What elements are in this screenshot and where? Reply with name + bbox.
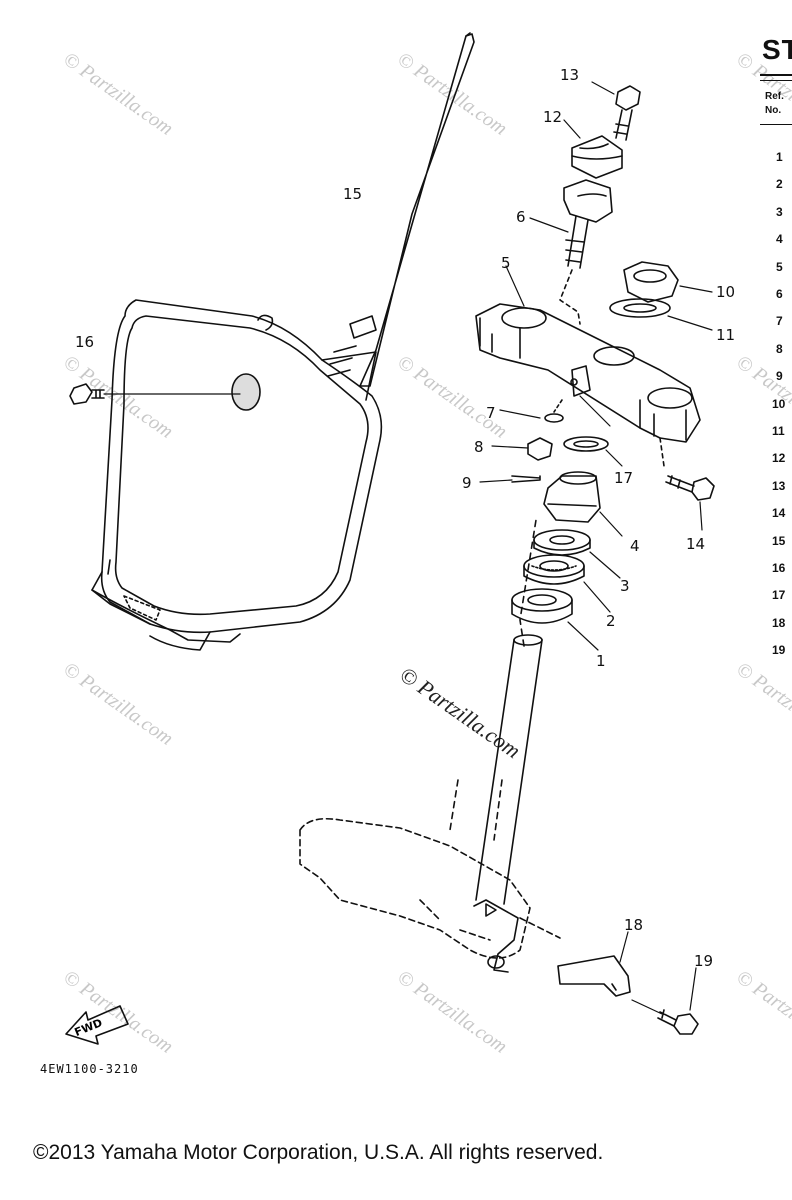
callout-11: 11 [716, 326, 735, 344]
upper-bracket-5 [475, 265, 701, 467]
table-row-number: 19 [772, 643, 786, 658]
steering-shaft [449, 519, 543, 905]
table-rule [760, 124, 792, 125]
washer-7 [499, 399, 564, 423]
steering-nut-10 [623, 261, 713, 303]
callout-2: 2 [606, 612, 616, 630]
callout-18: 18 [624, 916, 643, 934]
table-row-number: 11 [772, 424, 785, 438]
watermark: © Partzilla.com [59, 966, 177, 1058]
callout-14: 14 [686, 535, 705, 553]
table-rule [760, 80, 792, 81]
callout-8: 8 [474, 438, 484, 456]
lower-bracket-solid [473, 899, 561, 973]
watermark: © Partzilla.com [59, 658, 177, 750]
callout-19: 19 [694, 952, 713, 970]
callout-1: 1 [596, 652, 606, 670]
table-header: Ref. No. [765, 90, 784, 118]
no-label: No. [765, 105, 782, 116]
watermark: © Partzilla.com [393, 48, 511, 140]
callout-9: 9 [462, 474, 472, 492]
table-title: ST [762, 34, 792, 65]
watermark: © Partzilla.com [59, 351, 177, 443]
table-rule [760, 74, 792, 76]
washer-17 [563, 436, 623, 467]
table-row-number: 16 [772, 561, 786, 575]
handlebar-clamp-12 [563, 119, 623, 179]
ref-label: Ref. [765, 91, 784, 102]
handlebar-holder-6 [529, 179, 613, 325]
watermark: © Partzilla.com [59, 48, 177, 140]
bolt-14 [665, 475, 715, 531]
bolt-19 [631, 967, 699, 1035]
table-row-number: 4 [776, 232, 783, 247]
callout-10: 10 [716, 283, 735, 301]
table-row-number: 2 [776, 177, 783, 192]
watermarks: © Partzilla.com © Partzilla.com © Partzi… [59, 48, 792, 1058]
nut-8 [491, 437, 553, 461]
callout-13: 13 [560, 66, 579, 84]
watermark: © Partzilla.com [732, 966, 792, 1058]
diagram-part-number: 4EW1100-3210 [40, 1062, 139, 1076]
table-row-number: 9 [776, 369, 783, 384]
table-row-number: 8 [776, 341, 783, 356]
callout-labels: 13 12 15 6 5 10 11 16 7 8 9 17 4 14 3 2 … [73, 66, 735, 1039]
callout-5: 5 [501, 254, 511, 272]
table-row-number: 15 [772, 533, 786, 548]
callout-16: 16 [75, 333, 94, 351]
cable-guide-18 [557, 931, 631, 997]
watermark: © Partzilla.com [393, 966, 511, 1058]
table-row-number: 14 [772, 506, 786, 521]
callout-6: 6 [516, 208, 526, 226]
table-row-number: 1 [776, 150, 783, 164]
copyright-notice: ©2013 Yamaha Motor Corporation, U.S.A. A… [33, 1141, 604, 1164]
watermark-center: © Partzilla.com [395, 662, 525, 764]
table-row-number: 12 [772, 451, 786, 466]
oil-seal-1 [511, 588, 599, 651]
callout-12: 12 [543, 108, 562, 126]
table-row-number: 10 [772, 396, 786, 411]
screw-16 [69, 383, 241, 405]
callout-3: 3 [620, 577, 630, 595]
table-row-number: 3 [776, 204, 783, 219]
callout-4: 4 [630, 537, 640, 555]
fwd-arrow-icon [65, 1005, 129, 1045]
table-row-number: 17 [772, 588, 786, 603]
table-row-number: 7 [776, 314, 783, 329]
callout-7: 7 [486, 404, 496, 422]
bearing-2 [523, 554, 611, 613]
table-row-number: 6 [776, 287, 783, 301]
watermark: © Partzilla.com [393, 351, 511, 443]
watermark: © Partzilla.com [732, 658, 792, 750]
callout-15: 15 [343, 185, 362, 203]
washer-11 [609, 298, 713, 331]
table-row-number: 18 [772, 615, 786, 630]
bolt-13 [591, 81, 641, 141]
ring-nut-4 [543, 471, 623, 537]
cotter-pin-9 [479, 475, 541, 483]
table-row-number: 13 [772, 478, 786, 493]
number-plate-15 [91, 32, 475, 651]
lower-bracket [299, 817, 531, 959]
callout-17: 17 [614, 469, 633, 487]
table-row-number: 5 [776, 259, 783, 274]
